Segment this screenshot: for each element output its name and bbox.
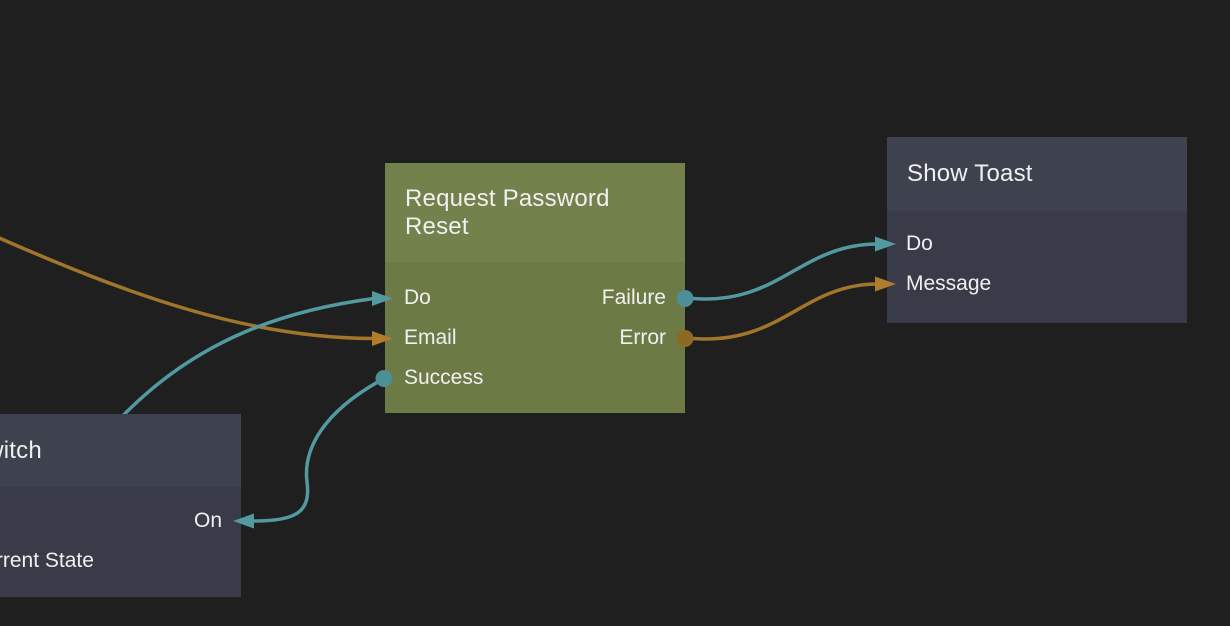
port-row: Do Failure <box>385 278 685 318</box>
input-arrow-icon-toast-message[interactable] <box>875 276 896 292</box>
output-dot-icon-failure[interactable] <box>676 290 694 307</box>
port-success-output[interactable]: Success <box>404 366 484 389</box>
node-header[interactable]: Request Password Reset <box>385 163 685 262</box>
port-row: Success <box>385 358 685 398</box>
node-body: Do Failure Email Error Success <box>385 262 685 413</box>
node-body: On Current State <box>0 487 241 597</box>
input-arrow-icon-switch-on[interactable] <box>233 513 254 529</box>
wire-error-to-toast-message[interactable] <box>691 282 880 341</box>
port-do-input[interactable]: Do <box>404 286 431 309</box>
port-failure-output[interactable]: Failure <box>601 286 666 309</box>
node-title: Switch <box>0 436 42 464</box>
node-header[interactable]: Switch <box>0 414 241 487</box>
node-body: Do Message <box>887 211 1187 323</box>
input-arrow-icon-email[interactable] <box>372 331 393 346</box>
port-do-input[interactable]: Do <box>906 232 933 255</box>
input-arrow-icon-do[interactable] <box>372 291 393 306</box>
output-dot-icon-success[interactable] <box>375 370 393 387</box>
port-row: Do <box>887 224 1187 264</box>
node-request-password-reset[interactable]: Request Password Reset Do Failure Email … <box>385 163 685 413</box>
port-current-state-output[interactable]: Current State <box>0 549 94 572</box>
node-title: Show Toast <box>907 160 1033 187</box>
wire-success-to-switch-on[interactable] <box>253 376 386 523</box>
input-arrow-icon-toast-do[interactable] <box>875 236 896 252</box>
node-show-toast[interactable]: Show Toast Do Message <box>887 137 1187 323</box>
port-message-input[interactable]: Message <box>906 272 992 295</box>
port-email-input[interactable]: Email <box>404 326 457 349</box>
port-row: On <box>0 501 241 541</box>
node-header[interactable]: Show Toast <box>887 137 1187 211</box>
node-title: Request Password Reset <box>405 184 610 240</box>
wire-failure-to-toast-do[interactable] <box>691 242 880 301</box>
port-row: Message <box>887 264 1187 304</box>
port-row: Email Error <box>385 318 685 358</box>
output-dot-icon-error[interactable] <box>676 330 694 347</box>
port-row: Current State <box>0 541 241 581</box>
port-on-input[interactable]: On <box>193 509 222 532</box>
node-switch[interactable]: Switch On Current State <box>0 414 241 597</box>
port-error-output[interactable]: Error <box>619 326 666 349</box>
wire-offscreen-to-email[interactable] <box>0 233 376 341</box>
